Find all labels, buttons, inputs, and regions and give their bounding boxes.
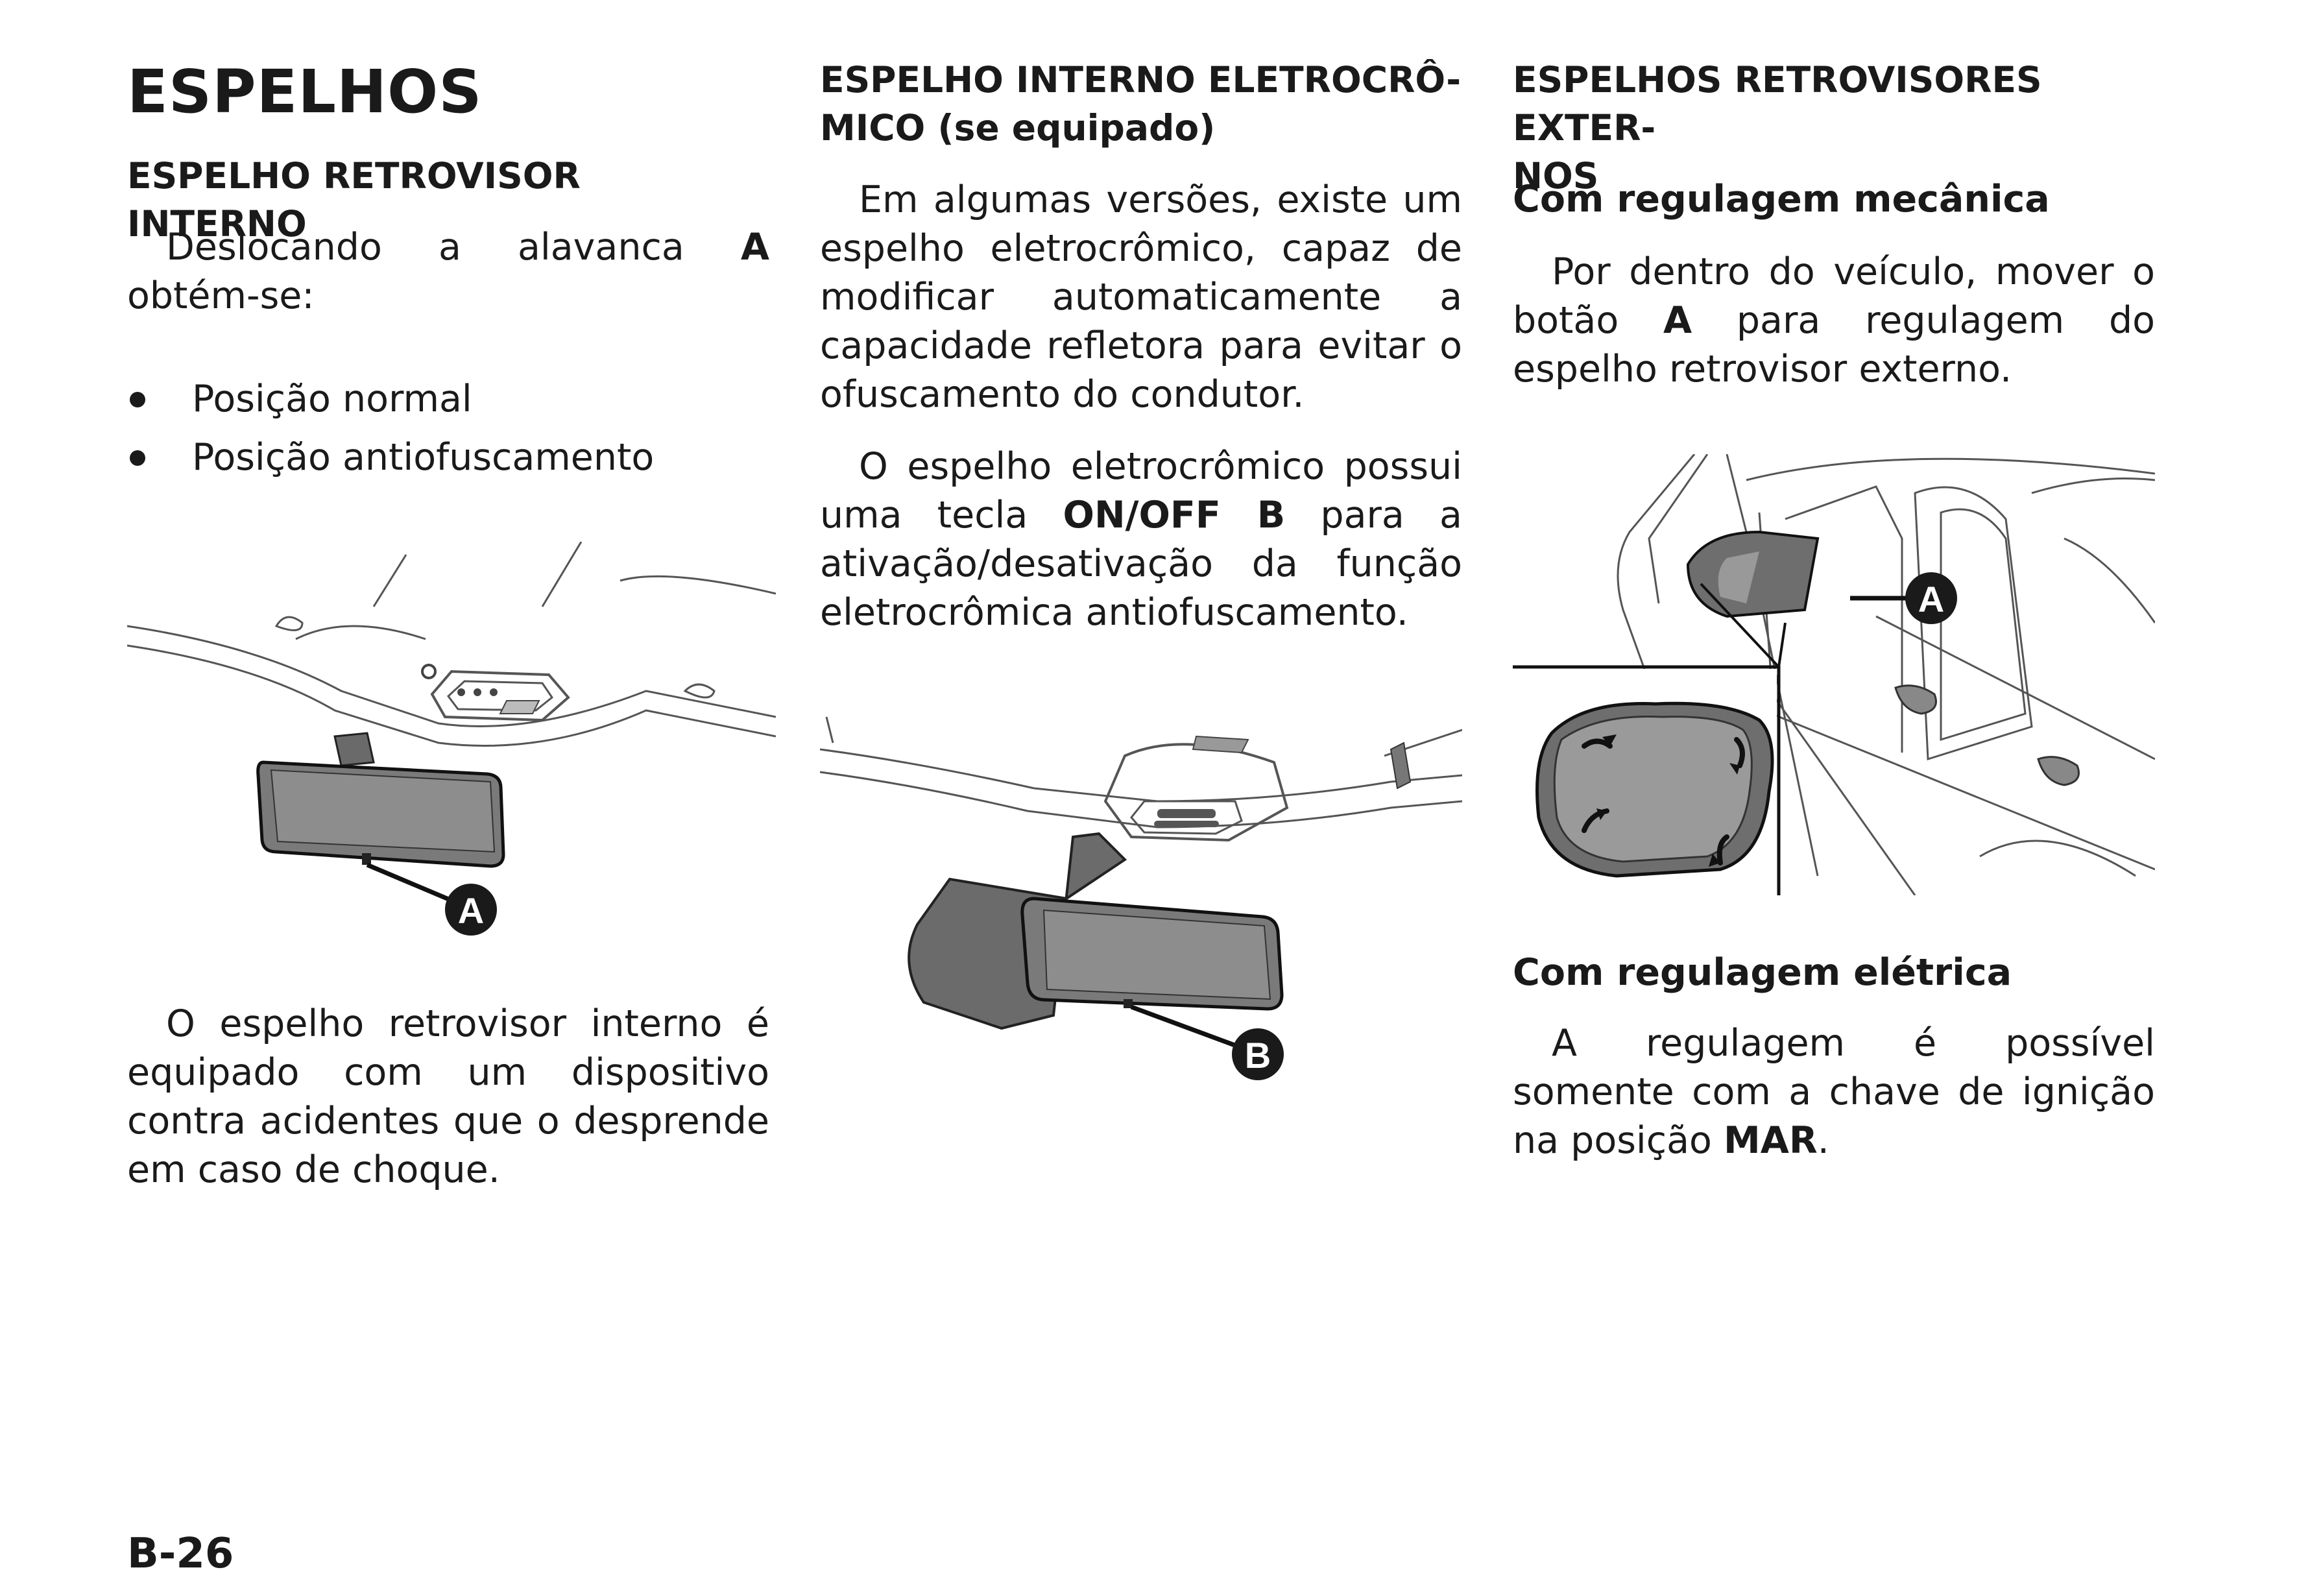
callout-a-label: A bbox=[1918, 579, 1944, 620]
interior-mirror-illustration: A bbox=[127, 542, 776, 936]
button-a-label: A bbox=[1663, 299, 1692, 342]
subheading-electric: Com regulagem elétrica bbox=[1513, 951, 2012, 994]
page-title: ESPELHOS bbox=[127, 57, 483, 127]
electrochromic-paragraph-2: O espelho eletrocrômico possui uma tecla… bbox=[820, 445, 1462, 634]
electrochromic-paragraph-1: Em algumas versões, existe um es­pelho e… bbox=[820, 178, 1462, 416]
list-item: Posição antiofuscamento bbox=[127, 428, 654, 487]
onoff-key-label: ON/OFF B bbox=[1063, 494, 1286, 537]
position-list: Posição normal Posição antiofuscamento bbox=[127, 370, 654, 487]
callout-a-label: A bbox=[458, 890, 484, 931]
section-heading-electrochromic: ESPELHO INTERNO ELETROCRÔ-MICO (se equip… bbox=[820, 59, 1462, 149]
list-item: Posição normal bbox=[127, 370, 654, 428]
electrochromic-mirror-illustration: B bbox=[820, 716, 1462, 1080]
callout-b-label: B bbox=[1245, 1035, 1271, 1076]
intro-paragraph: Deslocando a alavanca A obtém-se: bbox=[127, 226, 769, 317]
exterior-mirror-illustration: A bbox=[1513, 454, 2155, 895]
bullet-icon bbox=[130, 450, 145, 466]
electric-paragraph: A regulagem é possível somente com a cha… bbox=[1513, 1022, 2155, 1162]
section-heading-interior-mirror: ESPELHO RETROVISOR INTERNO bbox=[127, 155, 581, 245]
mechanical-paragraph: Por dentro do veículo, mover o botão A p… bbox=[1513, 250, 2155, 391]
closing-paragraph: O espelho retrovisor interno é equipado … bbox=[127, 1002, 769, 1191]
subheading-mechanical: Com regulagem mecânica bbox=[1513, 178, 2050, 221]
lever-label: A bbox=[740, 226, 769, 269]
bullet-icon bbox=[130, 392, 145, 407]
section-heading-exterior-mirrors: ESPELHOS RETROVISORES EXTER-NOS bbox=[1513, 59, 2042, 197]
ignition-position-label: MAR bbox=[1724, 1119, 1818, 1162]
page-number: B-26 bbox=[127, 1530, 234, 1578]
